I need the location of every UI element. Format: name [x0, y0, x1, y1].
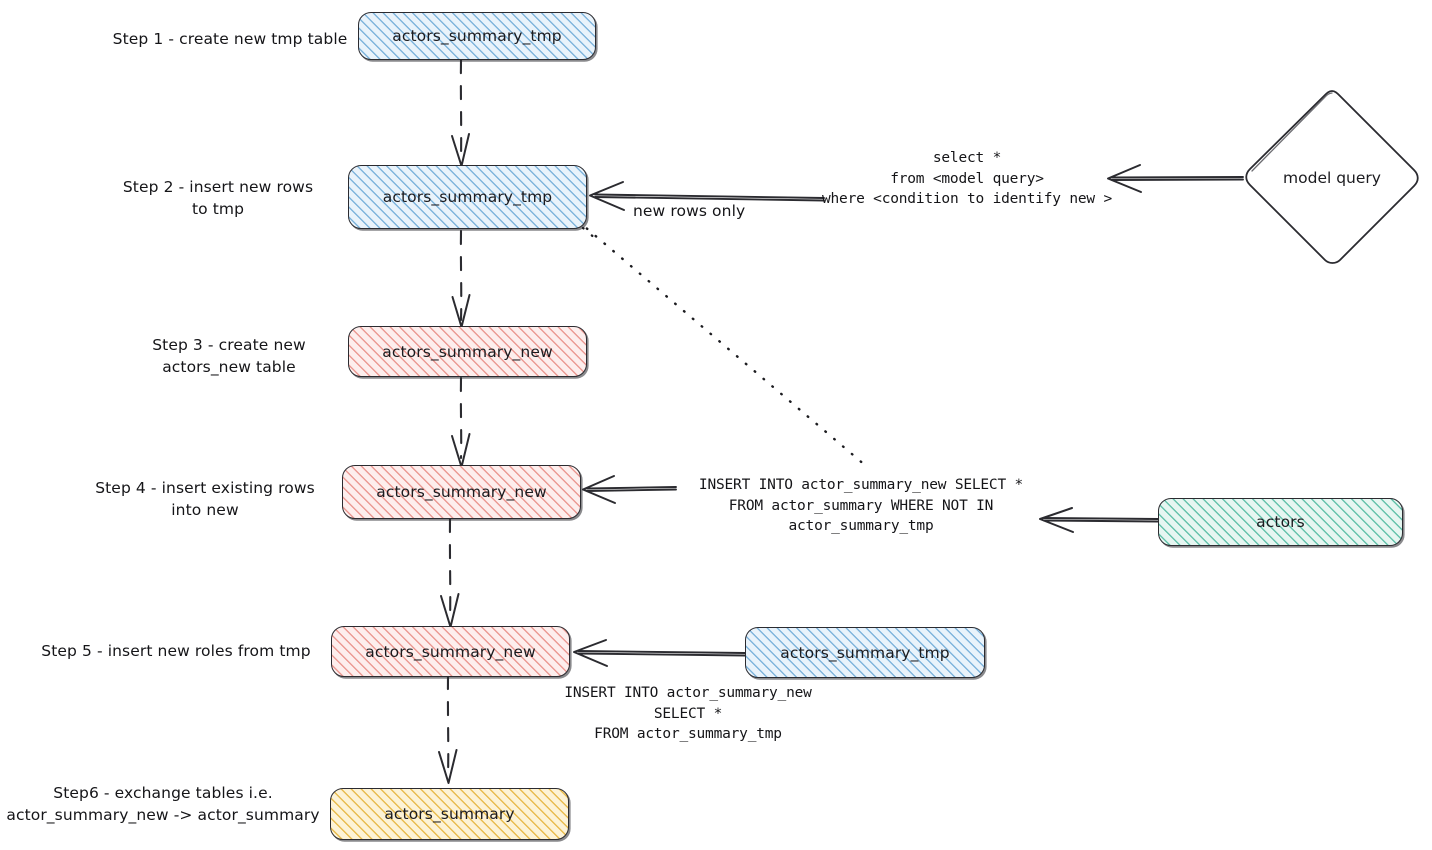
node-label: actors_summary	[384, 805, 515, 823]
caption-step3: Step 3 - create new actors_new table	[152, 336, 306, 376]
caption-step2: Step 2 - insert new rows to tmp	[122, 178, 314, 218]
node-actors-source-table[interactable]: actors	[1158, 498, 1403, 546]
caption-step5-sql: INSERT INTO actor_summary_new SELECT * F…	[564, 685, 812, 743]
node-model-query-diamond[interactable]: model query	[1243, 88, 1421, 268]
edge-step2-to-step3	[451, 229, 471, 328]
edge-step1-to-step2	[451, 58, 470, 167]
caption-step1: Step 1 - create new tmp table	[112, 30, 348, 48]
node-step1-actors-summary-tmp[interactable]: actors_summary_tmp	[358, 12, 596, 60]
caption-step4-sql: INSERT INTO actor_summary_new SELECT * F…	[698, 477, 1024, 535]
node-label: actors_summary_new	[376, 483, 547, 501]
node-step4-actors-summary-new[interactable]: actors_summary_new	[342, 465, 581, 519]
node-label: actors_summary_new	[382, 342, 553, 361]
caption-model-query-sql: select * from <model query> where <condi…	[822, 150, 1113, 208]
diamond-shape-icon	[1245, 90, 1419, 264]
node-label: actors_summary_tmp	[780, 643, 950, 662]
node-step5-actors-summary-new[interactable]: actors_summary_new	[331, 626, 570, 677]
node-step2-actors-summary-tmp[interactable]: actors_summary_tmp	[348, 165, 587, 229]
node-step5-actors-summary-tmp-source[interactable]: actors_summary_tmp	[745, 627, 985, 678]
edge-step5-to-step6	[438, 674, 458, 784]
node-label: actors	[1256, 513, 1305, 531]
edge-step3-to-step4	[451, 376, 471, 468]
node-label: actors_summary_tmp	[382, 188, 553, 206]
edge-actors-to-step4-sql	[1039, 507, 1159, 533]
node-label: actors_summary_new	[365, 642, 536, 661]
edge-step4-to-step5	[440, 517, 460, 628]
node-step3-actors-summary-new[interactable]: actors_summary_new	[348, 326, 587, 377]
caption-step6: Step6 - exchange tables i.e. actor_summa…	[6, 784, 320, 824]
node-label: actors_summary_tmp	[392, 27, 562, 45]
edge-step4-sql-to-step4-box	[582, 475, 677, 504]
edge-step5tmp-to-step5new	[573, 639, 746, 667]
node-step6-actors-summary[interactable]: actors_summary	[330, 788, 569, 840]
node-label: model query	[1283, 169, 1381, 187]
caption-new-rows-only: new rows only	[633, 202, 746, 220]
caption-step5: Step 5 - insert new roles from tmp	[41, 642, 311, 660]
edge-step2-dotted-to-step4-sql	[576, 219, 868, 468]
caption-step4: Step 4 - insert existing rows into new	[95, 479, 315, 519]
edge-modelquery-to-sql	[1107, 164, 1244, 193]
